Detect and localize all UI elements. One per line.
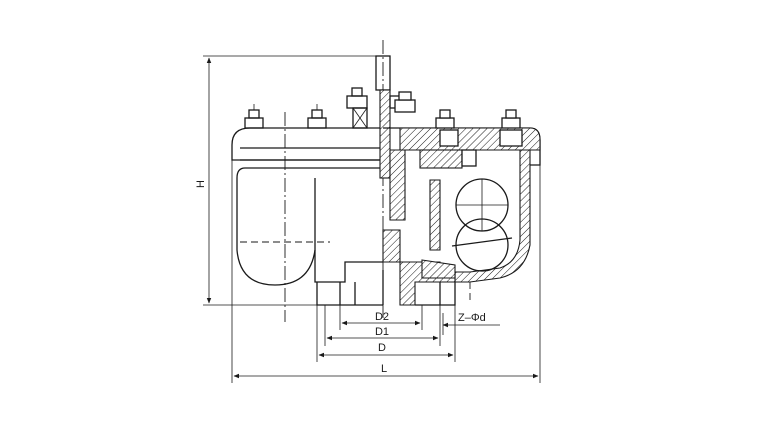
bolt-left-2 xyxy=(307,104,327,129)
dimension-h-label: H xyxy=(195,180,207,188)
dimension-d2-label: D2 xyxy=(375,311,389,323)
dimension-d1-label: D1 xyxy=(375,326,389,338)
left-body-exterior xyxy=(231,127,384,306)
dimension-l-label: L xyxy=(381,363,387,375)
vent-stem xyxy=(375,55,407,179)
bolt-center-1 xyxy=(346,87,368,129)
bolt-left-1 xyxy=(244,104,264,129)
dimension-d-label: D xyxy=(378,342,386,354)
right-body-section xyxy=(382,91,541,306)
bolt-hole-label: Z–Φd xyxy=(458,312,486,324)
extension-lines xyxy=(203,55,541,383)
